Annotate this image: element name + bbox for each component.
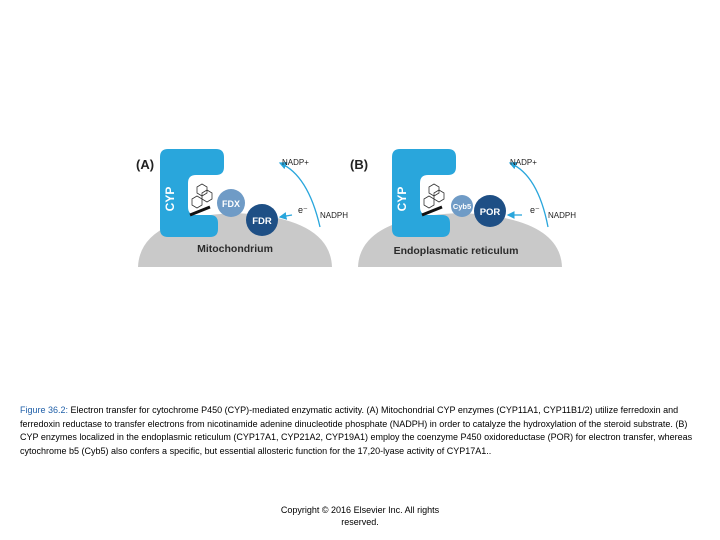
panel-a: (A) Mitochondrium CYP FDX FDR NADP+ e⁻	[136, 149, 348, 267]
electron-bolt-a	[189, 205, 211, 217]
steroid-substrate-icon-a	[191, 183, 213, 209]
electron-arrow-a	[278, 212, 293, 220]
caption-text: Electron transfer for cytochrome P450 (C…	[20, 405, 693, 456]
figure-svg: (A) Mitochondrium CYP FDX FDR NADP+ e⁻	[136, 149, 576, 267]
fdx-label: FDX	[222, 199, 240, 209]
copyright-line-2: reserved.	[341, 517, 379, 527]
cyb5-label: Cyb5	[453, 202, 471, 211]
electron-label-a: e⁻	[298, 205, 308, 215]
nadp-plus-label-b: NADP+	[510, 158, 537, 167]
cyp-label-a: CYP	[163, 187, 177, 212]
figure-caption: Figure 36.2: Electron transfer for cytoc…	[20, 404, 700, 458]
copyright-line-1: Copyright © 2016 Elsevier Inc. All right…	[280, 505, 440, 515]
por-circle	[474, 195, 506, 227]
cyp-label-b: CYP	[395, 187, 409, 212]
por-label: POR	[480, 207, 501, 218]
nadph-arrow-b	[508, 161, 549, 228]
electron-bolt-b	[421, 205, 443, 217]
er-membrane	[358, 213, 562, 267]
nadph-label-b: NADPH	[548, 211, 576, 220]
fdr-circle	[246, 204, 278, 236]
electron-label-b: e⁻	[530, 205, 540, 215]
fdx-circle	[217, 189, 245, 217]
electron-transfer-figure: (A) Mitochondrium CYP FDX FDR NADP+ e⁻	[130, 145, 590, 275]
panel-b-label: (B)	[350, 157, 368, 172]
steroid-substrate-icon-b	[423, 183, 445, 209]
cyp-enzyme-shape-a	[160, 149, 224, 237]
nadph-label-a: NADPH	[320, 211, 348, 220]
copyright-notice: Copyright © 2016 Elsevier Inc. All right…	[260, 504, 460, 528]
nadp-plus-label-a: NADP+	[282, 158, 309, 167]
panel-b: (B) Endoplasmatic reticulum CYP Cyb5 POR…	[350, 149, 576, 267]
membrane-label-a: Mitochondrium	[197, 243, 273, 255]
cyb5-circle	[451, 195, 473, 217]
panel-a-label: (A)	[136, 157, 154, 172]
fdr-label: FDR	[252, 216, 272, 227]
nadph-arrow-a	[278, 161, 321, 228]
cyp-enzyme-shape-b	[392, 149, 456, 237]
membrane-label-b: Endoplasmatic reticulum	[394, 245, 519, 257]
caption-lead: Figure 36.2:	[20, 405, 69, 415]
